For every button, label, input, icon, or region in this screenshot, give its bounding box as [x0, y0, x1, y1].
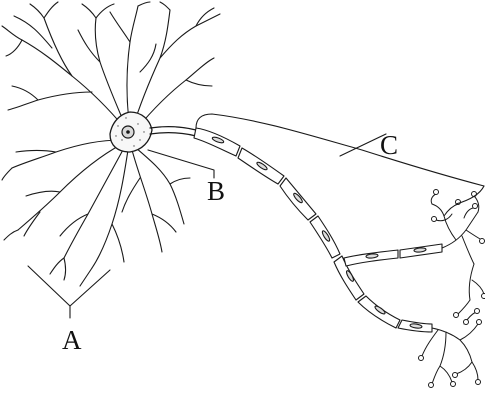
terminal-buttons	[419, 190, 485, 388]
axon-hillock	[150, 127, 196, 136]
label-c: C	[380, 132, 398, 159]
leader-b	[148, 150, 214, 178]
axon-terminals	[422, 194, 484, 384]
myelin-sheath	[194, 128, 442, 332]
label-b: B	[207, 178, 225, 205]
bracket-a	[28, 266, 110, 306]
label-guides	[28, 114, 484, 318]
label-a: A	[62, 327, 82, 354]
dendrites	[2, 2, 220, 286]
bracket-c	[196, 114, 484, 186]
